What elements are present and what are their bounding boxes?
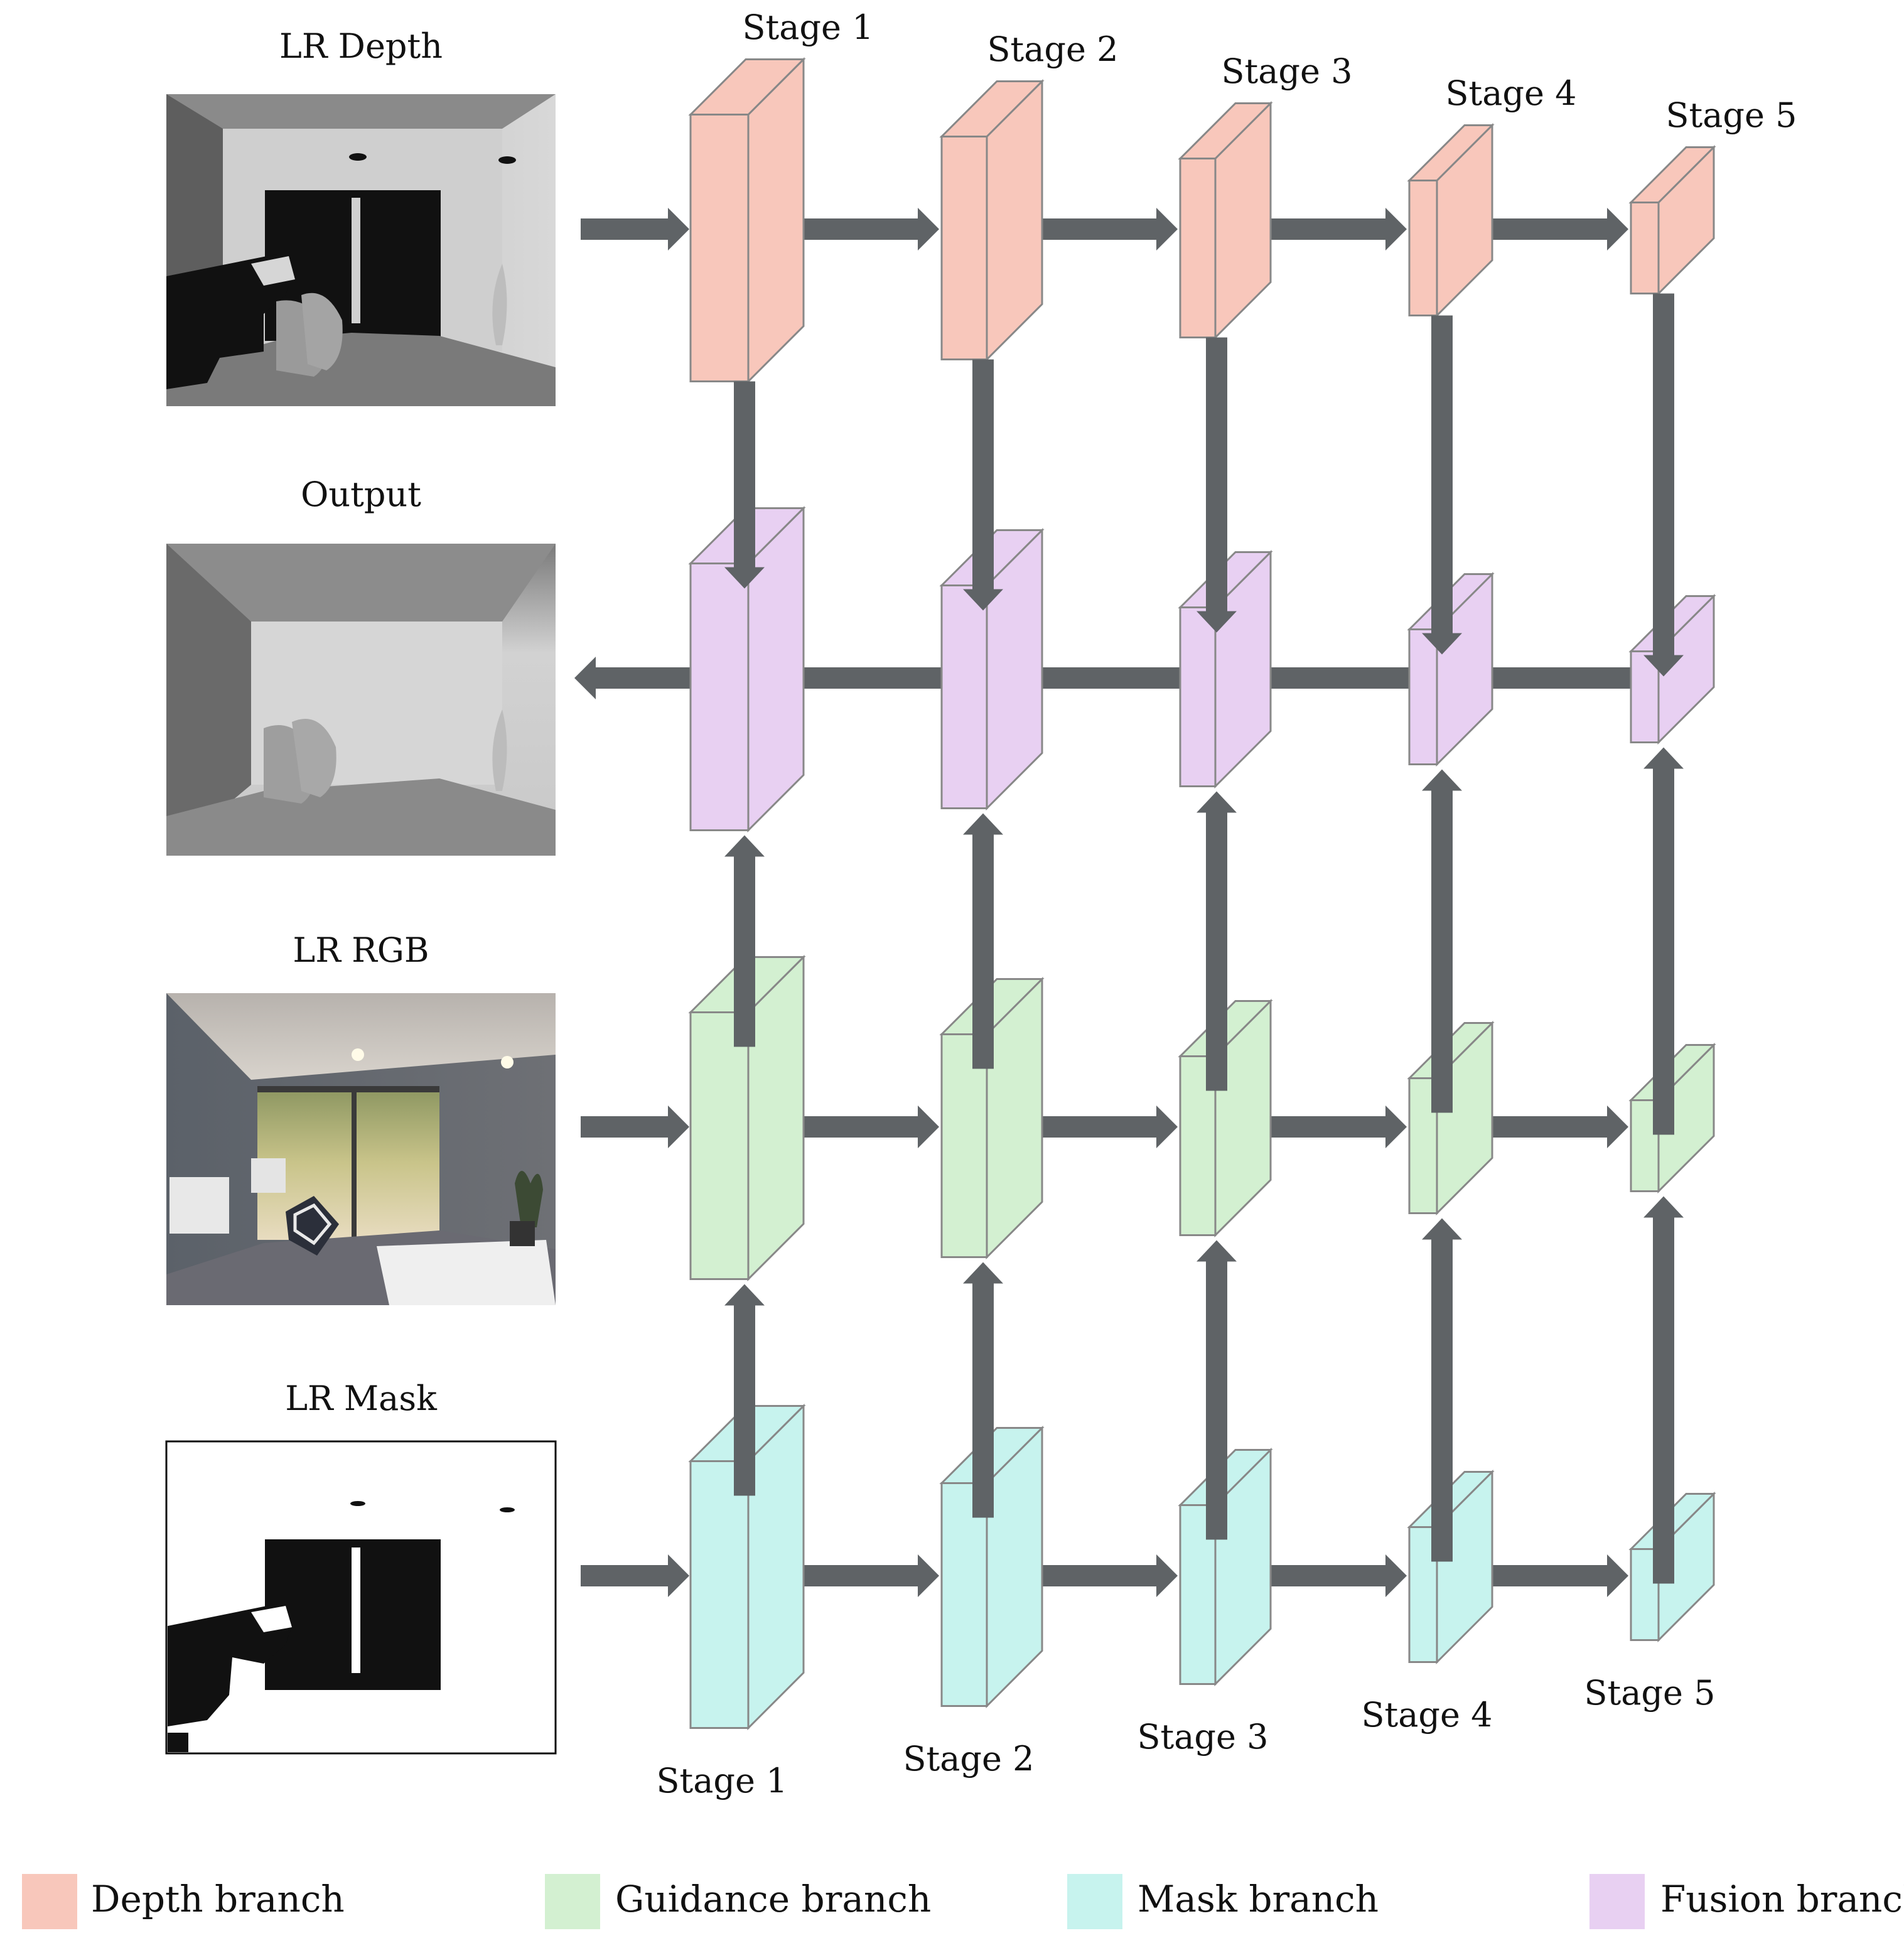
top-stage-labels: Stage 1 Stage 2 Stage 3 Stage 4 Stage 5 bbox=[743, 8, 1797, 135]
depth-to-fusion-arrow-stage-4 bbox=[1422, 315, 1462, 655]
guidance-input-arrow bbox=[581, 1106, 689, 1148]
mask-to-guidance-arrow-stage-2 bbox=[963, 1262, 1003, 1518]
guidance-to-fusion-arrow-stage-5 bbox=[1643, 747, 1684, 1135]
mask-to-guidance-arrow-stage-1 bbox=[724, 1284, 765, 1496]
mask-input-arrow bbox=[581, 1554, 689, 1597]
guidance-to-fusion-arrow-stage-3 bbox=[1197, 791, 1237, 1091]
depth-to-fusion-arrow-stage-5 bbox=[1643, 293, 1684, 677]
output-panel: Output bbox=[166, 475, 556, 856]
fusion-block-stage-3 bbox=[1178, 549, 1273, 789]
depth-to-fusion-arrow-stage-1 bbox=[724, 381, 765, 589]
top-stage-3-label: Stage 3 bbox=[1222, 51, 1353, 91]
mask-to-guidance-arrow-stage-5 bbox=[1643, 1196, 1684, 1584]
legend-label-depth: Depth branch bbox=[91, 1878, 345, 1920]
lr-rgb-image bbox=[166, 993, 556, 1305]
depth-block-stage-4 bbox=[1407, 122, 1495, 318]
mask-block-stage-2 bbox=[939, 1425, 1045, 1709]
lr-depth-title: LR Depth bbox=[279, 26, 443, 66]
lr-rgb-title: LR RGB bbox=[293, 930, 429, 970]
legend-swatch-depth bbox=[22, 1874, 77, 1929]
mask-block-stage-1 bbox=[688, 1403, 806, 1731]
output-image bbox=[166, 544, 556, 856]
legend-label-guidance: Guidance branch bbox=[615, 1878, 931, 1920]
lr-mask-image bbox=[165, 1440, 557, 1755]
output-arrow bbox=[574, 657, 691, 699]
bottom-stage-5-label: Stage 5 bbox=[1584, 1673, 1716, 1713]
bottom-stage-4-label: Stage 4 bbox=[1362, 1695, 1493, 1735]
guidance-to-fusion-arrow-stage-4 bbox=[1422, 769, 1462, 1113]
bottom-stage-labels: Stage 1 Stage 2 Stage 3 Stage 4 Stage 5 bbox=[657, 1673, 1716, 1800]
legend-swatch-mask bbox=[1067, 1874, 1122, 1929]
legend-item-mask: Mask branch bbox=[1067, 1874, 1379, 1929]
top-stage-5-label: Stage 5 bbox=[1666, 95, 1797, 135]
legend: Depth branch Guidance branch Mask branch… bbox=[22, 1874, 1904, 1929]
legend-label-mask: Mask branch bbox=[1138, 1878, 1379, 1920]
lr-rgb-panel: LR RGB bbox=[166, 930, 556, 1305]
depth-to-fusion-arrow-stage-3 bbox=[1197, 337, 1237, 633]
bottom-stage-3-label: Stage 3 bbox=[1138, 1717, 1269, 1757]
network-diagram bbox=[574, 57, 1716, 1731]
lr-depth-image bbox=[166, 94, 556, 406]
depth-block-stage-3 bbox=[1178, 100, 1273, 340]
mask-to-guidance-arrow-stage-4 bbox=[1422, 1218, 1462, 1562]
guidance-to-fusion-arrow-stage-2 bbox=[963, 813, 1003, 1069]
depth-block-stage-5 bbox=[1628, 144, 1716, 296]
depth-block-stage-1 bbox=[688, 57, 806, 384]
fusion-arrow-stage-3-to-2 bbox=[1012, 657, 1180, 699]
lr-depth-panel: LR Depth bbox=[166, 26, 556, 406]
guidance-block-stage-2 bbox=[939, 976, 1045, 1260]
legend-swatch-guidance bbox=[545, 1874, 600, 1929]
output-title: Output bbox=[301, 475, 421, 514]
depth-block-stage-2 bbox=[939, 78, 1045, 362]
bottom-stage-1-label: Stage 1 bbox=[657, 1761, 788, 1800]
top-stage-2-label: Stage 2 bbox=[987, 30, 1119, 69]
lr-mask-title: LR Mask bbox=[285, 1379, 438, 1418]
legend-item-depth: Depth branch bbox=[22, 1874, 345, 1929]
depth-input-arrow bbox=[581, 208, 689, 250]
legend-swatch-fusion bbox=[1589, 1874, 1645, 1929]
legend-item-fusion: Fusion branch bbox=[1589, 1874, 1904, 1929]
bottom-stage-2-label: Stage 2 bbox=[903, 1739, 1035, 1779]
lr-mask-panel: LR Mask bbox=[165, 1379, 557, 1755]
legend-item-guidance: Guidance branch bbox=[545, 1874, 931, 1929]
legend-label-fusion: Fusion branch bbox=[1660, 1878, 1904, 1920]
top-stage-4-label: Stage 4 bbox=[1446, 73, 1577, 113]
guidance-block-stage-1 bbox=[688, 954, 806, 1282]
guidance-to-fusion-arrow-stage-1 bbox=[724, 835, 765, 1047]
top-stage-1-label: Stage 1 bbox=[743, 8, 874, 47]
depth-to-fusion-arrow-stage-2 bbox=[963, 359, 1003, 611]
mask-to-guidance-arrow-stage-3 bbox=[1197, 1240, 1237, 1540]
